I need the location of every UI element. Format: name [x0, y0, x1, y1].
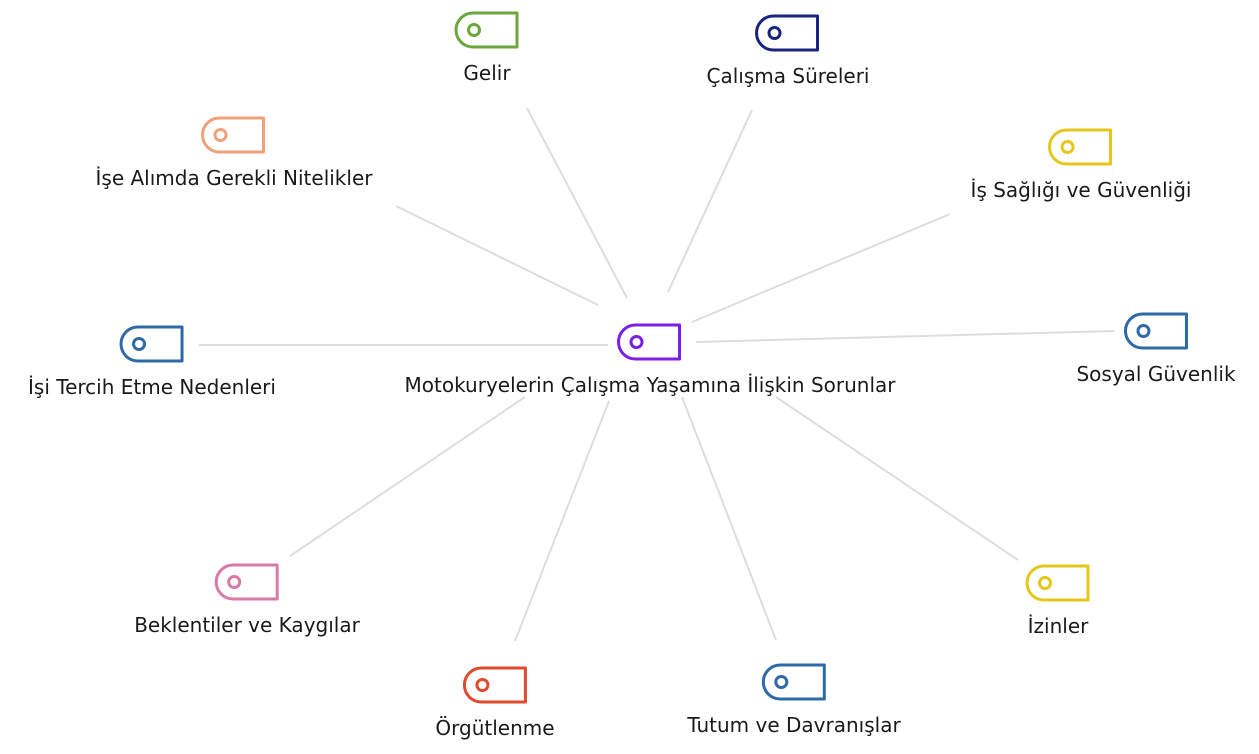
- center-tag-icon: [617, 323, 683, 361]
- node-calisma-sureleri-label: Çalışma Süreleri: [706, 64, 870, 88]
- node-ise-alim[interactable]: İşe Alımda Gerekli Nitelikler: [95, 116, 373, 190]
- tutum-tag-icon: [761, 663, 827, 701]
- node-tercih[interactable]: İşi Tercih Etme Nedenleri: [28, 325, 276, 399]
- edge-sosyal-guvenlik: [695, 330, 1115, 343]
- tag-icon: [462, 666, 527, 704]
- node-beklentiler-label: Beklentiler ve Kaygılar: [134, 613, 360, 637]
- node-tercih-label: İşi Tercih Etme Nedenleri: [28, 375, 276, 399]
- tag-icon: [214, 563, 279, 601]
- node-sosyal-guvenlik[interactable]: Sosyal Güvenlik: [1076, 312, 1236, 386]
- node-izinler[interactable]: İzinler: [1025, 564, 1091, 638]
- ise-alim-tag-icon: [201, 116, 267, 154]
- center-node-label: Motokuryelerin Çalışma Yaşamına İlişkin …: [404, 373, 896, 397]
- node-gelir-label: Gelir: [463, 61, 511, 85]
- edge-tutum: [681, 396, 777, 641]
- tag-icon: [761, 663, 826, 701]
- orgutlenme-tag-icon: [462, 666, 528, 704]
- node-izinler-label: İzinler: [1027, 614, 1089, 638]
- edge-calisma-sureleri: [667, 109, 753, 293]
- node-beklentiler[interactable]: Beklentiler ve Kaygılar: [134, 563, 360, 637]
- tag-icon: [617, 323, 682, 361]
- node-orgutlenme-label: Örgütlenme: [435, 716, 555, 740]
- node-orgutlenme[interactable]: Örgütlenme: [435, 666, 555, 740]
- node-tutum-label: Tutum ve Davranışlar: [687, 713, 901, 737]
- tercih-tag-icon: [119, 325, 185, 363]
- beklentiler-tag-icon: [214, 563, 280, 601]
- tag-icon: [1025, 564, 1090, 602]
- node-calisma-sureleri[interactable]: Çalışma Süreleri: [706, 14, 870, 88]
- edge-beklentiler: [289, 396, 526, 557]
- node-sosyal-guvenlik-label: Sosyal Güvenlik: [1076, 362, 1236, 386]
- tag-icon: [201, 116, 266, 154]
- edge-gelir: [526, 107, 628, 299]
- node-gelir[interactable]: Gelir: [454, 11, 520, 85]
- node-is-sagligi-label: İş Sağlığı ve Güvenliği: [970, 178, 1192, 202]
- edge-izinler: [775, 396, 1019, 561]
- edge-ise-alim: [395, 205, 599, 306]
- center-node[interactable]: Motokuryelerin Çalışma Yaşamına İlişkin …: [404, 323, 896, 397]
- tag-icon: [119, 325, 184, 363]
- calisma-sureleri-tag-icon: [755, 14, 821, 52]
- sosyal-guvenlik-tag-icon: [1123, 312, 1189, 350]
- tag-icon: [1048, 128, 1113, 166]
- node-is-sagligi[interactable]: İş Sağlığı ve Güvenliği: [970, 128, 1192, 202]
- tag-icon: [1123, 312, 1188, 350]
- tag-icon: [454, 11, 519, 49]
- gelir-tag-icon: [454, 11, 520, 49]
- is-sagligi-tag-icon: [1048, 128, 1114, 166]
- node-ise-alim-label: İşe Alımda Gerekli Nitelikler: [95, 166, 373, 190]
- edge-orgutlenme: [514, 400, 610, 642]
- izinler-tag-icon: [1025, 564, 1091, 602]
- edge-is-sagligi: [691, 213, 951, 323]
- tag-icon: [755, 14, 820, 52]
- node-tutum[interactable]: Tutum ve Davranışlar: [687, 663, 901, 737]
